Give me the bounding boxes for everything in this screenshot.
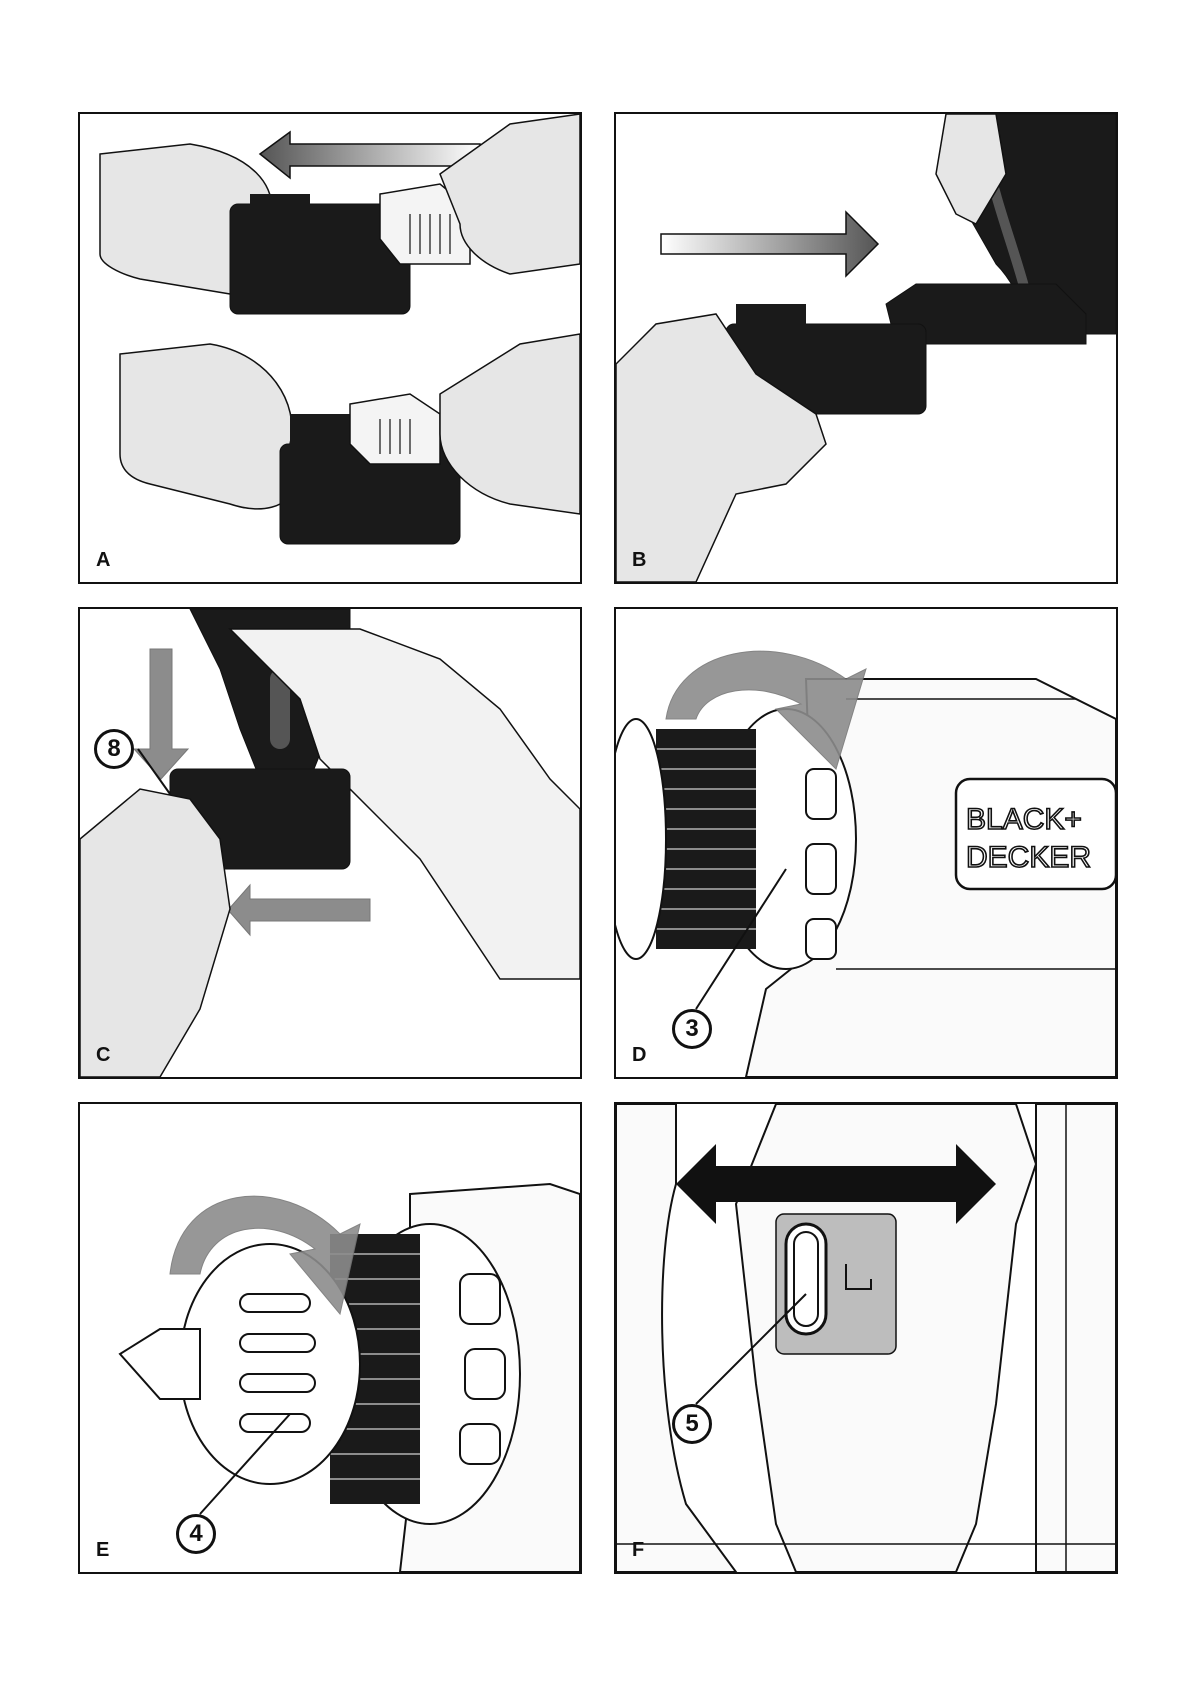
figure-panel-f: 5 F	[614, 1102, 1118, 1574]
illustration-battery-charging	[80, 114, 580, 582]
illustration-forward-reverse-switch	[616, 1104, 1116, 1572]
panel-label: A	[96, 549, 110, 572]
figure-panel-a: A	[78, 112, 582, 584]
illustration-torque-collar: BLACK+ DECKER	[616, 609, 1116, 1077]
panel-label: F	[632, 1539, 644, 1562]
callout-number: 8	[94, 729, 134, 769]
panel-label: B	[632, 549, 646, 572]
figure-panel-b: B	[614, 112, 1118, 584]
brand-text-line2: DECKER	[966, 841, 1091, 874]
panel-label: C	[96, 1044, 110, 1067]
figure-panel-e: 4 E	[78, 1102, 582, 1574]
illustration-battery-insertion	[616, 114, 1116, 582]
callout-number: 4	[176, 1514, 216, 1554]
brand-text-line1: BLACK+	[966, 803, 1082, 836]
figure-panel-d: BLACK+ DECKER 3 D	[614, 607, 1118, 1079]
panel-label: D	[632, 1044, 646, 1067]
illustration-battery-removal	[80, 609, 580, 1077]
panel-label: E	[96, 1539, 109, 1562]
callout-number: 3	[672, 1009, 712, 1049]
figure-panel-c: 8 C	[78, 607, 582, 1079]
illustration-chuck	[80, 1104, 580, 1572]
callout-number: 5	[672, 1404, 712, 1444]
